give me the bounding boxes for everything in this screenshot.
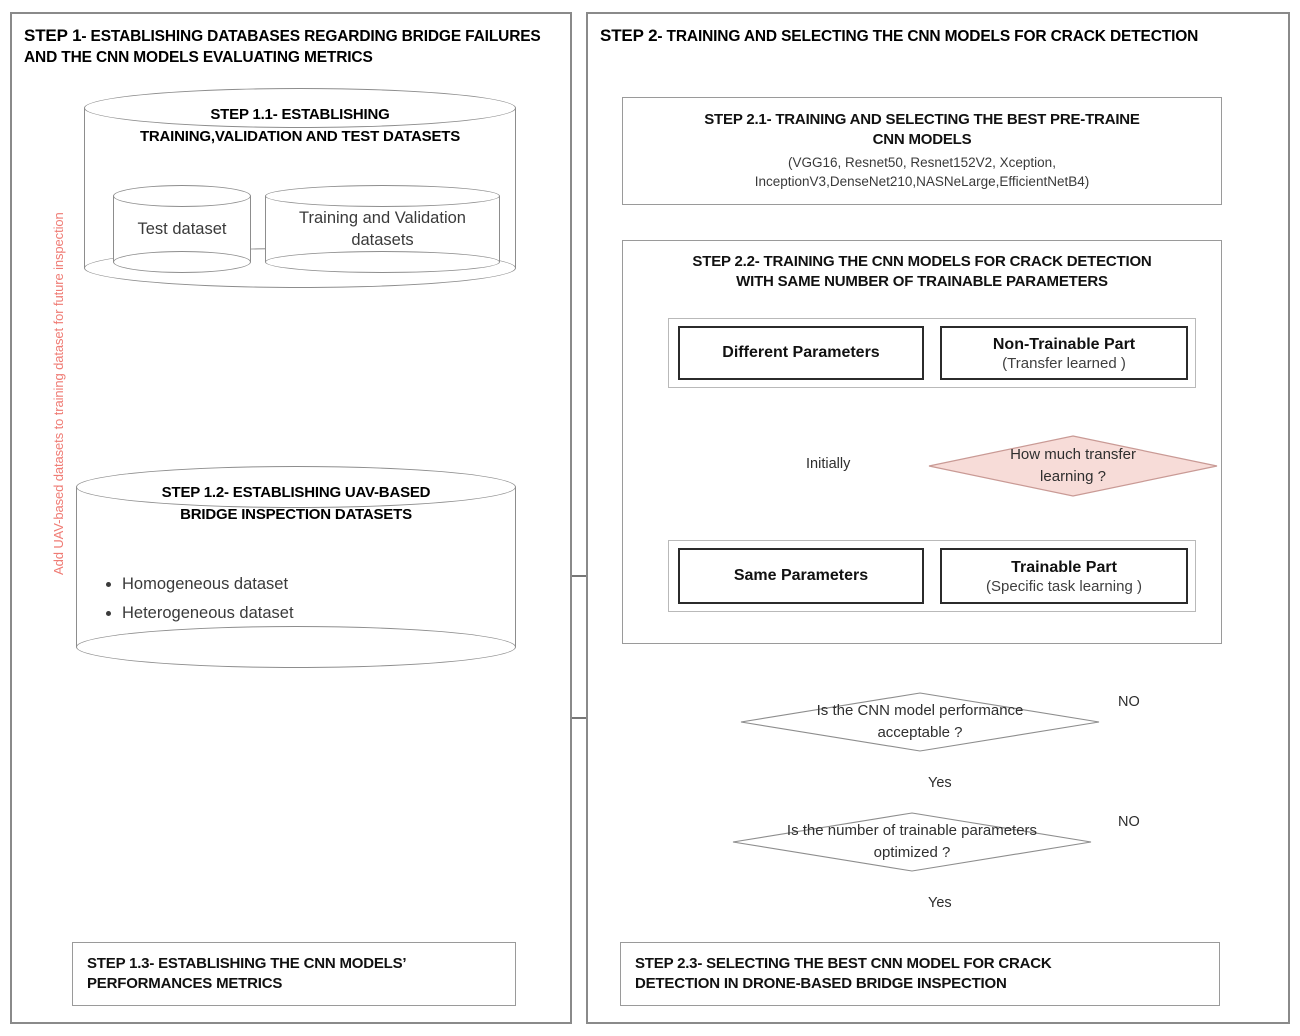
step-2-1-sub2: InceptionV3,DenseNet210,NASNeLarge,Effic…: [754, 174, 1090, 190]
step-2-1-box[interactable]: STEP 2.1- TRAINING AND SELECTING THE BES…: [622, 97, 1222, 205]
trainable-part-sub: (Specific task learning ): [986, 578, 1142, 596]
performance-decision-line2: acceptable ?: [877, 724, 963, 741]
step-1-1-title-line2: TRAINING,VALIDATION AND TEST DATASETS: [139, 127, 461, 145]
cylinder-top: [76, 466, 516, 508]
cylinder-top: [265, 185, 500, 207]
non-trainable-part-box[interactable]: Non-Trainable Part (Transfer learned ): [940, 326, 1188, 380]
panel-step1-title-rest: - ESTABLISHING DATABASES REGARDING BRIDG…: [24, 28, 541, 67]
optimized-decision-label: Is the number of trainable parameters op…: [781, 820, 1043, 864]
optimized-decision[interactable]: Is the number of trainable parameters op…: [732, 812, 1092, 872]
performance-decision-label: Is the CNN model performance acceptable …: [811, 700, 1030, 744]
diamond-shape: [928, 435, 1218, 497]
step-1-2-cylinder: STEP 1.2- ESTABLISHING UAV-BASED BRIDGE …: [76, 466, 516, 668]
test-dataset-label: Test dataset: [137, 220, 227, 238]
transfer-learning-decision-label: How much transfer learning ?: [1004, 444, 1142, 488]
panel-step2-title-strong: STEP 2: [600, 26, 658, 45]
transfer-decision-line2: learning ?: [1040, 468, 1106, 485]
step-2-3-box[interactable]: STEP 2.3- SELECTING THE BEST CNN MODEL F…: [620, 942, 1220, 1006]
panel-step2-title-rest: - TRAINING AND SELECTING THE CNN MODELS …: [657, 28, 1199, 45]
non-trainable-part-sub: (Transfer learned ): [1002, 355, 1126, 373]
list-item: Heterogeneous dataset: [122, 599, 476, 628]
edge-label-initially: Initially: [806, 456, 851, 472]
step-2-1-line2: CNN MODELS: [872, 131, 972, 149]
cylinder-bottom: [76, 626, 516, 668]
step-1-1-title-line1: STEP 1.1- ESTABLISHING: [210, 106, 390, 123]
step-2-2-title: STEP 2.2- TRAINING THE CNN MODELS FOR CR…: [630, 252, 1214, 293]
transfer-decision-line1: How much transfer: [1010, 446, 1136, 464]
trainable-part-title: Trainable Part: [1011, 558, 1117, 576]
different-parameters-label: Different Parameters: [722, 344, 880, 362]
optimized-decision-line1: Is the number of trainable parameters: [786, 822, 1038, 840]
performance-decision-line1: Is the CNN model performance: [816, 702, 1024, 720]
step-1-2-title-line1: STEP 1.2- ESTABLISHING UAV-BASED: [161, 484, 431, 501]
training-validation-label: Training and Validation datasets: [299, 209, 466, 250]
panel-step1-title: STEP 1- ESTABLISHING DATABASES REGARDING…: [24, 24, 564, 69]
cylinder-top: [84, 88, 516, 128]
panel-step2-title: STEP 2- TRAINING AND SELECTING THE CNN M…: [600, 24, 1260, 47]
step-1-3-line1: STEP 1.3- ESTABLISHING THE CNN MODELS’: [87, 954, 407, 972]
step-2-1-sub1: (VGG16, Resnet50, Resnet152V2, Xception,: [788, 155, 1056, 171]
trainable-part-box[interactable]: Trainable Part (Specific task learning ): [940, 548, 1188, 604]
diamond-shape: [740, 692, 1100, 752]
edge-label-no-performance: NO: [1118, 694, 1140, 710]
cylinder-bottom: [113, 251, 251, 273]
cylinder-body: [76, 487, 516, 647]
step-2-2-line1: STEP 2.2- TRAINING THE CNN MODELS FOR CR…: [692, 253, 1152, 270]
step-1-3-line2: PERFORMANCES METRICS: [87, 975, 283, 992]
different-parameters-box[interactable]: Different Parameters: [678, 326, 924, 380]
step-1-2-title: STEP 1.2- ESTABLISHING UAV-BASED BRIDGE …: [76, 482, 516, 526]
test-dataset-cylinder[interactable]: Test dataset: [113, 185, 251, 273]
cylinder-bottom: [265, 251, 500, 273]
optimized-decision-line2: optimized ?: [873, 844, 951, 861]
training-validation-cylinder[interactable]: Training and Validation datasets: [265, 185, 500, 273]
step-2-3-line2: DETECTION IN DRONE-BASED BRIDGE INSPECTI…: [635, 975, 1007, 992]
diamond-shape: [732, 812, 1092, 872]
step-2-1-line1: STEP 2.1- TRAINING AND SELECTING THE BES…: [704, 110, 1140, 128]
edge-label-no-optimized: NO: [1118, 814, 1140, 830]
step-1-2-bullet-list: Homogeneous dataset Heterogeneous datase…: [96, 570, 476, 628]
step-1-3-box[interactable]: STEP 1.3- ESTABLISHING THE CNN MODELS’ P…: [72, 942, 516, 1006]
step-2-2-line2: WITH SAME NUMBER OF TRAINABLE PARAMETERS: [736, 273, 1108, 291]
non-trainable-part-title: Non-Trainable Part: [992, 335, 1136, 353]
panel-step1-title-strong: STEP 1: [24, 26, 82, 45]
step-1-1-title: STEP 1.1- ESTABLISHING TRAINING,VALIDATI…: [84, 104, 516, 148]
step-2-3-line1: STEP 2.3- SELECTING THE BEST CNN MODEL F…: [635, 954, 1052, 972]
same-parameters-label: Same Parameters: [733, 567, 869, 585]
same-parameters-box[interactable]: Same Parameters: [678, 548, 924, 604]
red-feedback-label: Add UAV-based datasets to training datas…: [51, 212, 66, 575]
performance-decision[interactable]: Is the CNN model performance acceptable …: [740, 692, 1100, 752]
edge-label-yes-optimized: Yes: [928, 895, 952, 911]
step-1-2-title-line2: BRIDGE INSPECTION DATASETS: [180, 505, 412, 523]
cylinder-top: [113, 185, 251, 207]
transfer-learning-decision[interactable]: How much transfer learning ?: [928, 435, 1218, 497]
list-item: Homogeneous dataset: [122, 570, 476, 599]
edge-label-yes-performance: Yes: [928, 775, 952, 791]
